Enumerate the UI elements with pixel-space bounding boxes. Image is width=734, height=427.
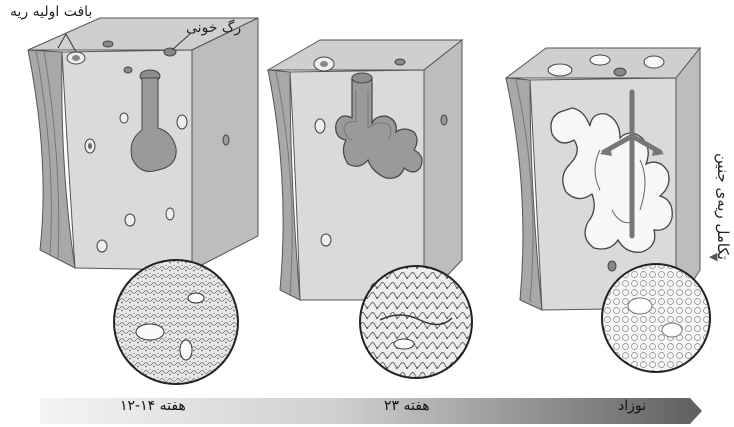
stage-label-week-12-14: هفته ۱۴-۱۲	[120, 398, 186, 414]
title-bullet-icon: ◀	[709, 250, 717, 263]
stage-label-newborn: نوزاد	[618, 398, 646, 414]
histology-week-12-14	[114, 260, 238, 384]
label-primitive-lung-tissue: بافت اولیه ریه	[10, 4, 92, 20]
stage-label-week-23: هفته ۲۳	[384, 398, 430, 414]
histology-week-23	[360, 266, 472, 378]
lung-block-week-12-14	[28, 18, 258, 270]
lung-block-week-23	[268, 40, 462, 300]
label-blood-vessel: رگ خونی	[186, 20, 241, 36]
histology-newborn	[602, 264, 710, 372]
diagram-title: تکامل ریه‌ی جنین	[706, 40, 732, 260]
